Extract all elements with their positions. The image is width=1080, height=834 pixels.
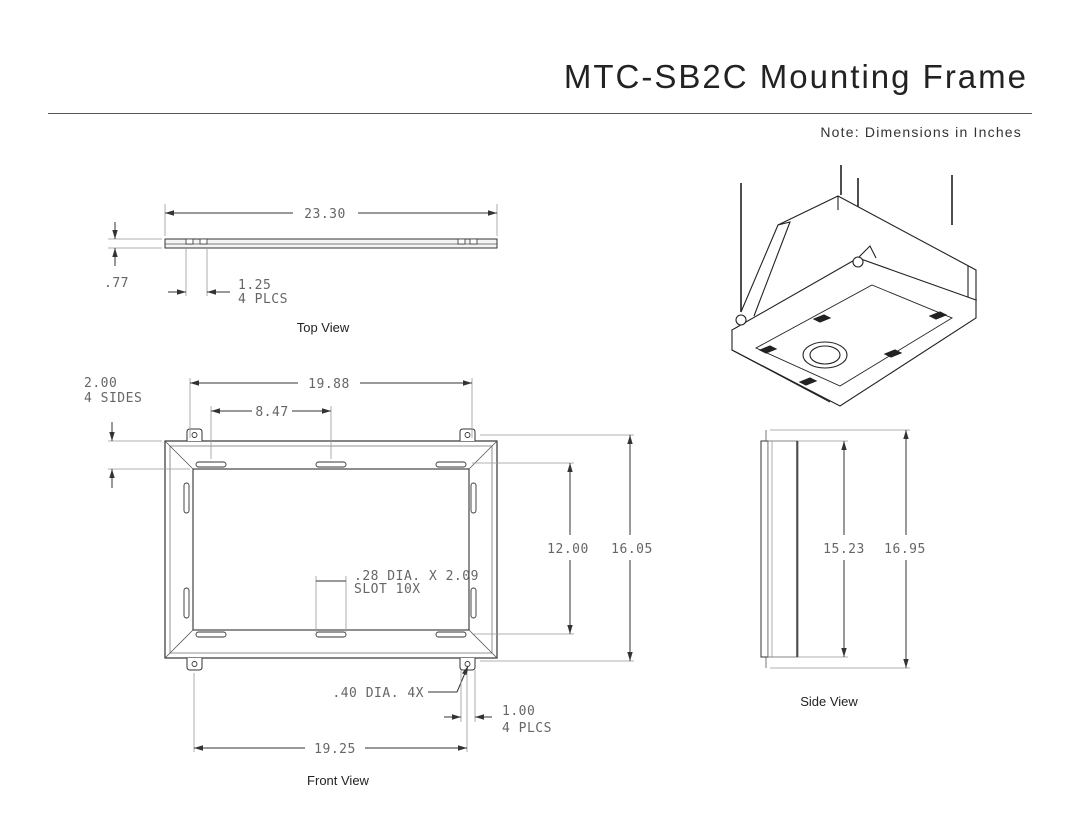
mounting-tab-tr (459, 428, 476, 441)
slot-h-5 (315, 631, 347, 638)
side-view: 15.23 16.95 (760, 429, 926, 669)
frame-profile (164, 238, 498, 249)
slot-notch-1 (185, 238, 194, 245)
mounting-tab-tl (186, 428, 203, 441)
dim-slot-spacing: 8.47 (255, 405, 288, 420)
slot-notch-3 (457, 238, 466, 245)
side-body (767, 440, 799, 658)
isometric-view (730, 165, 978, 407)
slot-v-1 (183, 482, 190, 514)
dim-hole-span: 19.25 (314, 742, 356, 757)
slot-h-2 (315, 461, 347, 468)
dim-hole-dia: .40 DIA. 4X (332, 686, 424, 701)
dim-flange-width: 2.00 (84, 376, 117, 391)
caption-front-view: Front View (307, 773, 370, 788)
caption-top-view: Top View (297, 320, 350, 335)
slot-v-2 (183, 587, 190, 619)
caption-side-view: Side View (800, 694, 858, 709)
slot-h-4 (195, 631, 227, 638)
dim-front-inner-height: 12.00 (547, 542, 589, 557)
slot-notch-2 (199, 238, 208, 245)
page-title: MTC-SB2C Mounting Frame (563, 58, 1028, 95)
dim-top-slot-offset: 1.25 (238, 278, 271, 293)
front-view: 2.00 4 SIDES 19.88 8.47 12.00 16.05 .28 … (84, 376, 653, 757)
frame-opening (192, 468, 470, 631)
slot-v-4 (470, 587, 477, 619)
dim-tab-offset: 1.00 (502, 704, 535, 719)
slot-v-3 (470, 482, 477, 514)
dim-flange-sides: 4 SIDES (84, 391, 142, 406)
dim-side-outer-height: 16.95 (884, 542, 926, 557)
slot-h-1 (195, 461, 227, 468)
title-divider (48, 113, 1032, 114)
dim-top-height: .77 (104, 276, 129, 291)
top-view: 23.30 .77 1.25 4 PLCS (104, 204, 498, 307)
dim-slot-qty: SLOT 10X (354, 582, 421, 597)
side-flange (760, 440, 769, 658)
slot-h-6 (435, 631, 467, 638)
dim-tab-qty: 4 PLCS (502, 721, 552, 736)
mounting-tab-bl (186, 658, 203, 671)
dim-side-inner-height: 15.23 (823, 542, 865, 557)
dim-top-slot-qty: 4 PLCS (238, 292, 288, 307)
dim-front-outer-height: 16.05 (611, 542, 653, 557)
slot-notch-4 (469, 238, 478, 245)
dim-tab-span: 19.88 (308, 377, 350, 392)
dim-top-length: 23.30 (304, 207, 346, 222)
units-note: Note: Dimensions in Inches (820, 124, 1022, 140)
slot-h-3 (435, 461, 467, 468)
dim-slot-size: .28 DIA. X 2.09 (354, 569, 479, 584)
